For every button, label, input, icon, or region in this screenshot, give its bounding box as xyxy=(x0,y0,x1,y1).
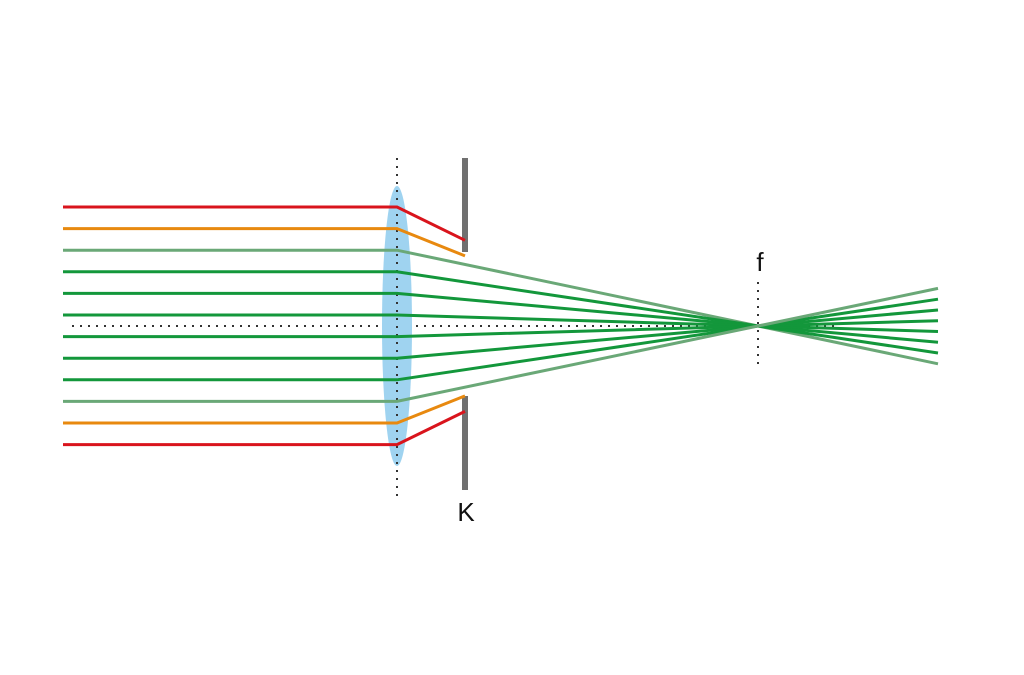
light-ray-12 xyxy=(63,410,466,447)
light-ray-2 xyxy=(63,227,466,258)
light-rays xyxy=(63,205,939,447)
light-ray-11 xyxy=(63,394,466,425)
stop-label: K xyxy=(457,497,475,527)
light-ray-3 xyxy=(63,248,939,366)
light-ray-9 xyxy=(63,297,939,382)
light-ray-10 xyxy=(63,286,939,403)
light-ray-1 xyxy=(63,205,466,242)
focus-label: f xyxy=(756,247,764,277)
light-ray-4 xyxy=(63,270,939,355)
